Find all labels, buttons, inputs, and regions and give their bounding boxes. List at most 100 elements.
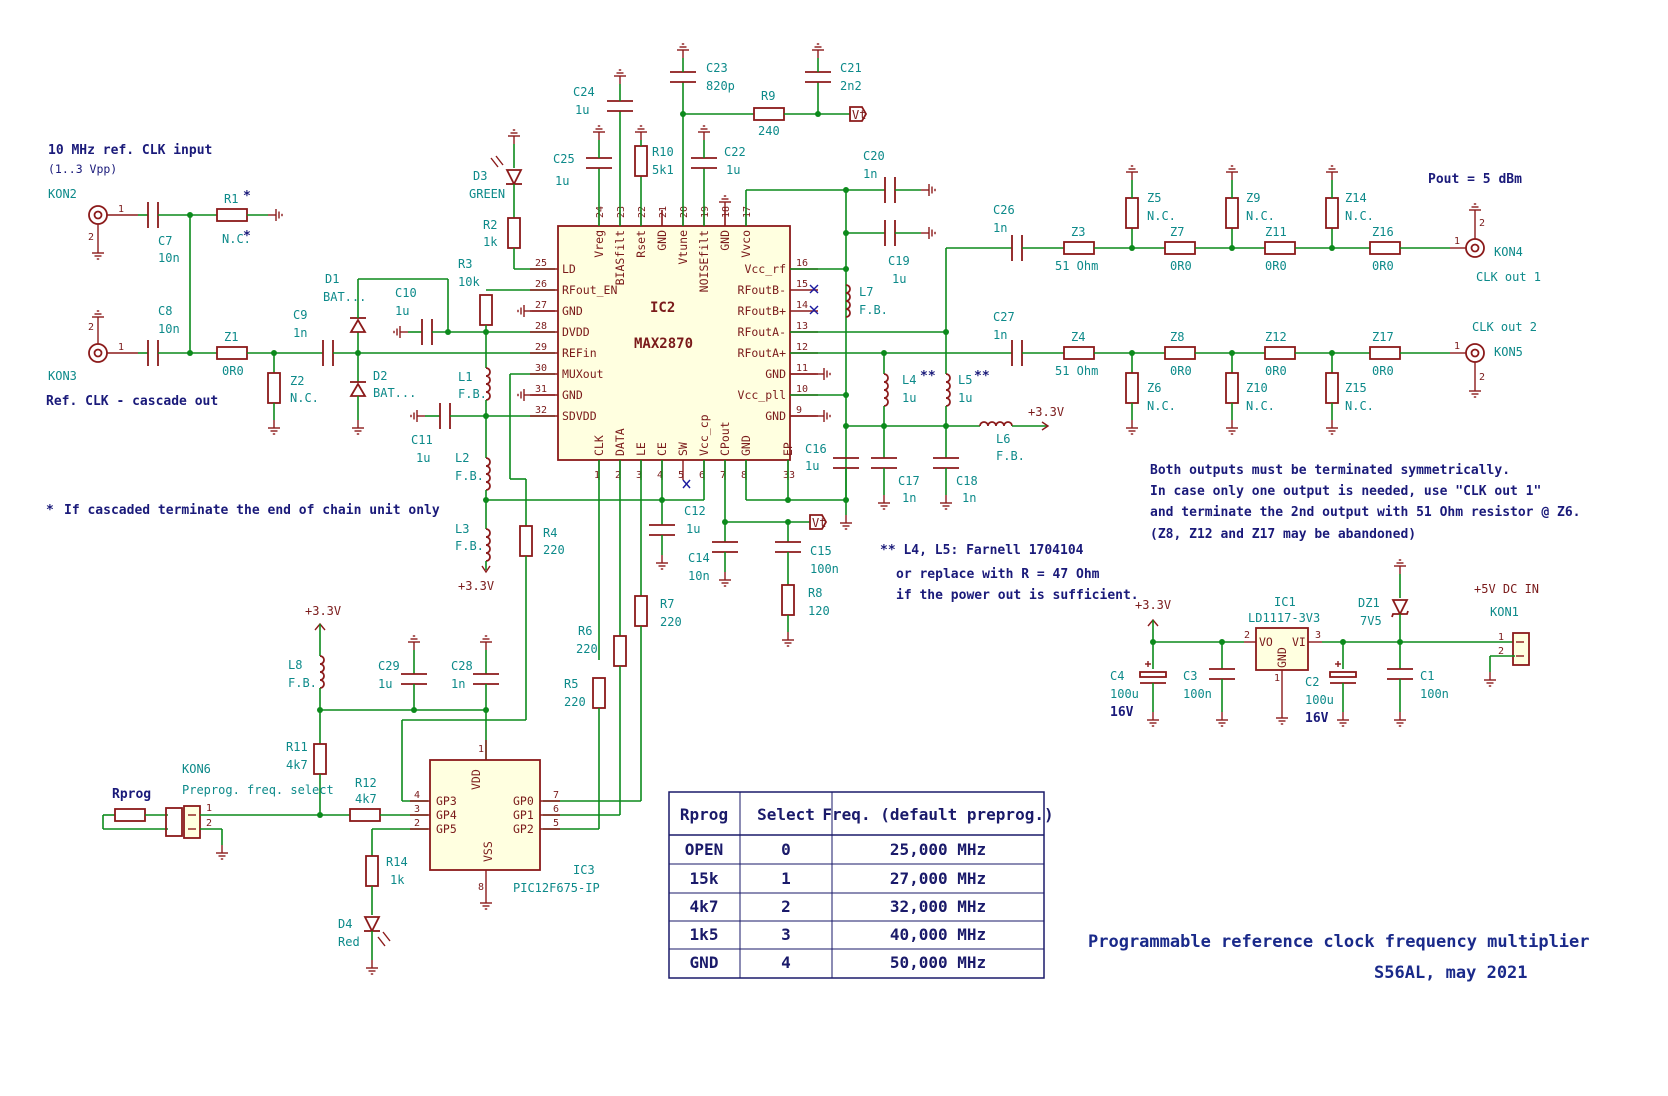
z16-resistor[interactable] [1369,241,1401,255]
ic2-value: MAX2870 [634,336,693,352]
ic2-body[interactable] [557,225,791,461]
d4-led[interactable] [363,916,391,947]
z8-resistor[interactable] [1164,346,1196,360]
r11-resistor[interactable] [313,743,327,775]
c7-capacitor[interactable] [147,201,159,229]
l2-inductor[interactable] [485,457,491,491]
r14-value: 1k [390,873,405,887]
c19-capacitor[interactable] [884,219,896,247]
r9-resistor[interactable] [753,107,785,121]
rprog-resistor[interactable] [114,808,146,822]
c10-capacitor[interactable] [421,318,433,346]
c12-capacitor[interactable] [648,524,676,536]
r6-ref: R6 [578,624,592,638]
z11-resistor[interactable] [1264,241,1296,255]
r5-resistor[interactable] [592,677,606,709]
z6-resistor[interactable] [1125,372,1139,404]
d2-ref: D2 [373,369,387,383]
c3-capacitor[interactable] [1208,668,1236,680]
kon3-connector[interactable] [88,310,138,363]
r3-resistor[interactable] [479,294,493,326]
c1-capacitor[interactable] [1386,668,1414,680]
z8-value: 0R0 [1170,364,1192,378]
d2-diode[interactable] [349,381,367,397]
r4-resistor[interactable] [519,525,533,557]
c22-capacitor[interactable] [690,157,718,169]
ic2-pin-number: 6 [699,470,705,481]
c27-capacitor[interactable] [1011,339,1023,367]
c8-capacitor[interactable] [147,339,159,367]
c21-capacitor[interactable] [804,71,832,83]
r2-resistor[interactable] [507,217,521,249]
z14-resistor[interactable] [1325,197,1339,229]
z7-resistor[interactable] [1164,241,1196,255]
ic2-pin-name: Vcc_cp [697,414,711,456]
c29-capacitor[interactable] [400,673,428,685]
l4-inductor[interactable] [883,373,889,407]
z2-resistor[interactable] [267,372,281,404]
c17-capacitor[interactable] [870,457,898,469]
c2-ref: C2 [1305,675,1319,689]
c25-capacitor[interactable] [585,157,613,169]
z5-resistor[interactable] [1125,197,1139,229]
r2-value: 1k [483,235,498,249]
r14-resistor[interactable] [365,855,379,887]
c8-ref: C8 [158,304,172,318]
c21-ref: C21 [840,61,862,75]
c18-capacitor[interactable] [932,457,960,469]
ic2-pin-name: GND [718,230,732,251]
kon4-connector[interactable] [1450,203,1485,258]
z1-resistor[interactable] [216,346,248,360]
kon6-connector[interactable] [165,805,201,839]
d1-value: BAT... [323,290,366,304]
c23-ref: C23 [706,61,728,75]
z17-resistor[interactable] [1369,346,1401,360]
z4-resistor[interactable] [1063,346,1095,360]
kon5-connector[interactable] [1450,343,1485,398]
r1-resistor[interactable] [216,208,248,222]
ic2-pin-number: 26 [535,279,547,290]
ic2-pin-number: 18 [721,206,732,218]
d3-led[interactable] [490,155,523,187]
z12-resistor[interactable] [1264,346,1296,360]
r8-resistor[interactable] [781,584,795,616]
ic2-pin-name: Rset [634,230,648,258]
c27-ref: C27 [993,310,1015,324]
z3-resistor[interactable] [1063,241,1095,255]
c24-capacitor[interactable] [606,100,634,112]
c9-capacitor[interactable] [322,339,334,367]
c10-ref: C10 [395,286,417,300]
kon2-pin1: 1 [118,204,124,215]
c23-capacitor[interactable] [669,71,697,83]
z10-value: N.C. [1246,399,1275,413]
r10-resistor[interactable] [634,145,648,177]
r7-resistor[interactable] [634,595,648,627]
z14-value: N.C. [1345,209,1374,223]
c14-capacitor[interactable] [711,541,739,553]
z9-resistor[interactable] [1225,197,1239,229]
ic1-ref: IC1 [1274,595,1296,609]
r12-resistor[interactable] [349,808,381,822]
ic3-gp2: GP2 [513,822,534,836]
c11-capacitor[interactable] [439,402,451,430]
kon2-connector[interactable] [88,205,138,260]
l1-ref: L1 [458,370,472,384]
c26-capacitor[interactable] [1011,234,1023,262]
kon2-ref: KON2 [48,187,77,201]
z10-resistor[interactable] [1225,372,1239,404]
l5-inductor[interactable] [945,373,951,407]
z15-resistor[interactable] [1325,372,1339,404]
c15-capacitor[interactable] [774,541,802,553]
d1-diode[interactable] [349,317,367,333]
ic2-pin-number: 17 [742,206,753,218]
r6-resistor[interactable] [613,635,627,667]
d1-ref: D1 [325,272,339,286]
l6-inductor[interactable] [979,421,1013,427]
l3-inductor[interactable] [485,528,491,562]
kon1-connector[interactable] [1512,632,1530,666]
c28-capacitor[interactable] [472,673,500,685]
c20-capacitor[interactable] [884,176,896,204]
r12-value: 4k7 [355,792,377,806]
z4-ref: Z4 [1071,330,1085,344]
l8-inductor[interactable] [319,655,325,689]
